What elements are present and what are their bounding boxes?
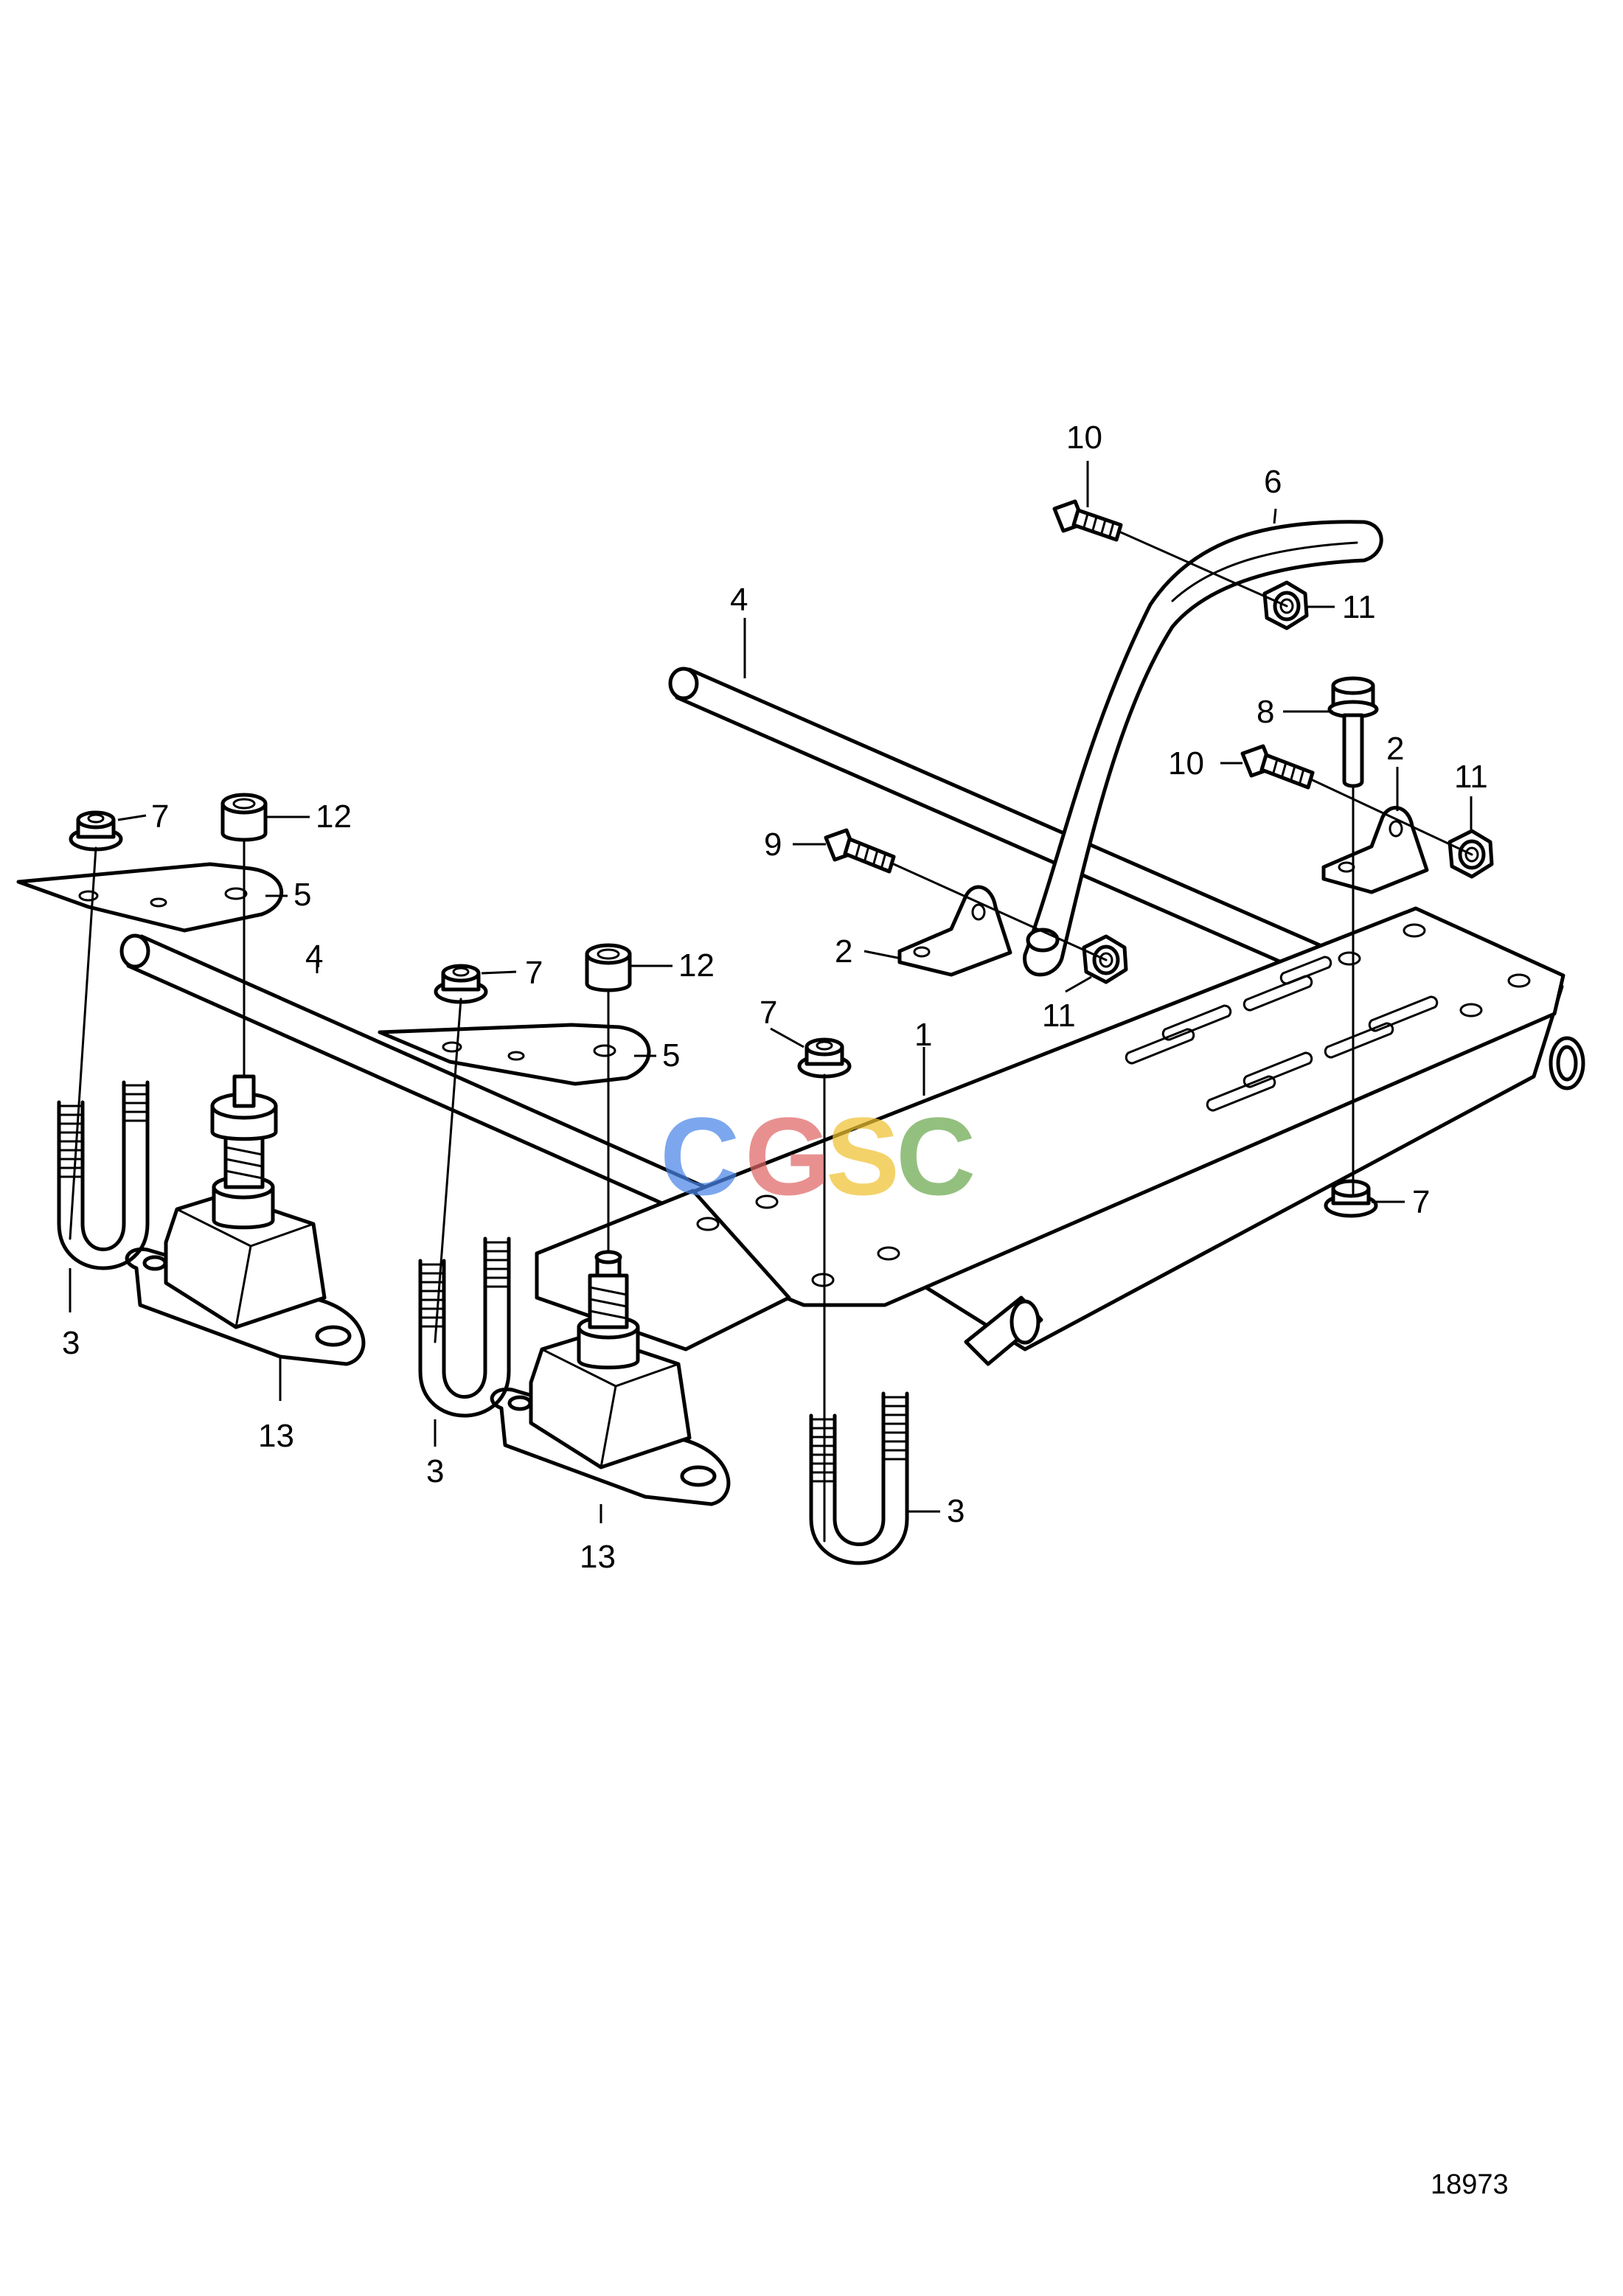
callout-u-bolt-left: 3 (62, 1325, 80, 1361)
frame-slots (1125, 956, 1439, 1112)
callout-u-bolt-right: 3 (947, 1493, 965, 1529)
callout-bolt-right: 10 (1168, 745, 1204, 782)
callout-flange-nut-left: 7 (151, 799, 169, 835)
frame-holes (696, 923, 1531, 1287)
callout-lock-nut-top: 11 (1342, 589, 1376, 625)
flange-nut-under (1324, 1179, 1378, 1218)
engine-frame (535, 906, 1585, 1366)
bolt-top (1052, 499, 1123, 542)
callout-screw-right: 8 (1257, 694, 1274, 730)
flange-nut-left (69, 810, 123, 852)
callout-nut-left: 12 (316, 799, 352, 835)
callout-nut-mid: 12 (678, 947, 715, 984)
callout-mount-mid: 13 (580, 1539, 616, 1575)
callout-u-bolt-mid: 3 (426, 1453, 444, 1489)
callout-plate-mid: 5 (662, 1037, 680, 1074)
u-bolt-mid (418, 1236, 511, 1418)
watermark-letter-2: G (745, 1094, 831, 1218)
plate-mid (378, 1023, 651, 1086)
plate-left (16, 862, 284, 933)
bracket-right (1321, 806, 1429, 894)
bolt-right (1240, 744, 1315, 790)
callout-flange-nut-center: 7 (760, 995, 777, 1031)
callout-plate-left: 5 (293, 877, 311, 913)
callout-tube-front: 4 (305, 939, 323, 975)
callout-bracket-mid: 2 (835, 933, 852, 970)
flange-nut-mid (434, 964, 488, 1004)
figure-number: 18973 (1431, 2169, 1509, 2200)
mount-left (125, 1074, 366, 1366)
callout-flange-nut-under: 7 (1412, 1184, 1430, 1220)
callout-screw-mid: 9 (764, 827, 782, 863)
callout-leaders (69, 461, 1473, 1523)
callout-lock-nut-right: 11 (1454, 759, 1488, 795)
mount-mid (490, 1250, 731, 1506)
screw-right (1327, 676, 1379, 788)
callout-frame: 1 (914, 1017, 932, 1053)
callout-lock-nut-mid: 11 (1042, 998, 1076, 1034)
watermark-letter-4: C (896, 1094, 976, 1218)
u-bolt-left (57, 1080, 150, 1270)
u-bolt-right (809, 1391, 909, 1565)
callout-flange-nut-mid: 7 (525, 955, 543, 991)
nut-mid (585, 943, 632, 992)
bracket-mid (897, 885, 1012, 977)
callout-stay: 6 (1264, 464, 1282, 500)
flange-nut-center (797, 1037, 852, 1079)
nut-left (220, 793, 268, 842)
callout-bracket-right: 2 (1386, 731, 1404, 767)
callout-labels: 1 2 2 3 3 3 4 4 5 5 6 7 7 7 7 8 9 10 10 … (62, 420, 1488, 1575)
watermark: C G S C (660, 1094, 976, 1218)
screw-mid (824, 828, 896, 874)
watermark-letter-1: C (660, 1094, 740, 1218)
callout-bolt-top: 10 (1066, 420, 1102, 456)
callout-tube-rear: 4 (730, 582, 748, 618)
watermark-letter-3: S (826, 1094, 900, 1218)
callout-mount-left: 13 (258, 1418, 294, 1454)
front-tube (119, 933, 732, 1230)
